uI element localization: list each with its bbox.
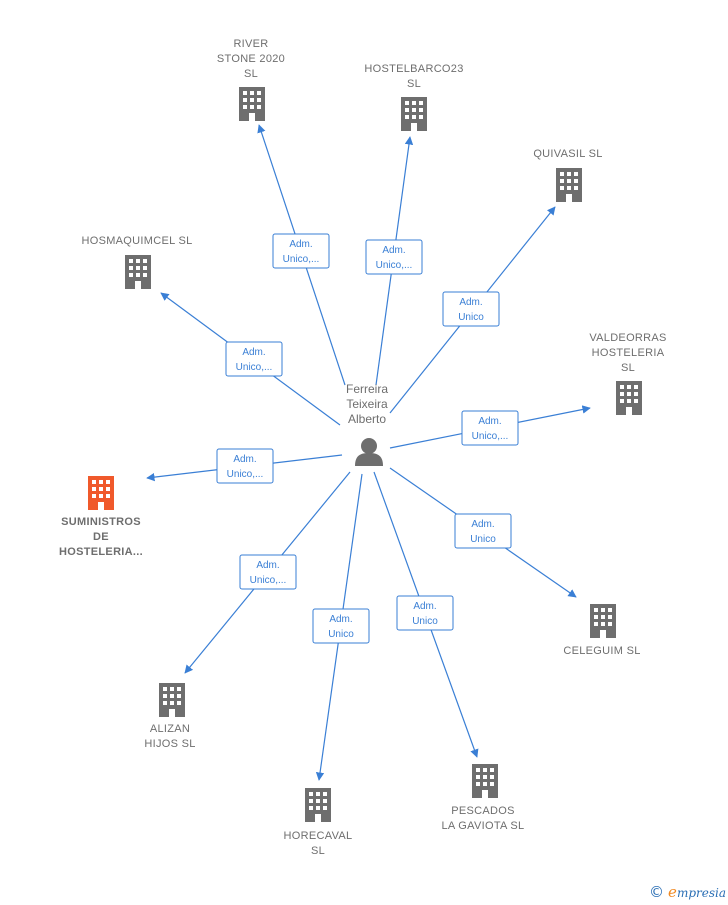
- company-label: RIVER: [233, 38, 268, 50]
- building-icon: [556, 168, 582, 202]
- company-node-horecaval[interactable]: HORECAVAL SL: [284, 788, 353, 857]
- role-badge-box: [239, 554, 297, 590]
- company-label: CELEGUIM SL: [563, 645, 640, 657]
- role-text: Adm.: [256, 560, 279, 571]
- role-text: Unico: [328, 629, 354, 640]
- company-label: DE: [93, 531, 109, 543]
- company-label: SL: [621, 362, 635, 374]
- role-badge-box: [225, 341, 283, 377]
- company-node-suministros-de-hosteleria[interactable]: SUMINISTROS DE HOSTELERIA...: [59, 476, 143, 558]
- building-icon: [472, 764, 498, 798]
- role-badge-hosmaquimcel[interactable]: Adm. Unico,...: [225, 341, 283, 377]
- company-label: HIJOS SL: [144, 738, 195, 750]
- empresia-watermark: © empresia: [649, 883, 726, 901]
- role-badge-river-stone-2020[interactable]: Adm. Unico,...: [272, 233, 330, 269]
- person-name-line: Alberto: [348, 412, 386, 426]
- role-badge-horecaval[interactable]: Adm. Unico: [312, 608, 370, 644]
- company-label: QUIVASIL SL: [533, 148, 602, 160]
- roles-layer: Adm.Unico,...Adm.Unico,...Adm.UnicoAdm.U…: [216, 233, 519, 644]
- role-text: Adm.: [382, 245, 405, 256]
- role-badge-box: [454, 513, 512, 549]
- role-text: Unico: [458, 312, 484, 323]
- person-name-line: Ferreira: [346, 382, 388, 396]
- role-badge-suministros-de-hosteleria[interactable]: Adm. Unico,...: [216, 448, 274, 484]
- copyright-icon: ©: [649, 883, 665, 901]
- building-icon: [616, 381, 642, 415]
- building-icon: [239, 87, 265, 121]
- role-text: Unico,...: [376, 260, 413, 271]
- company-label: SL: [407, 78, 421, 90]
- company-node-pescados-la-gaviota[interactable]: PESCADOS LA GAVIOTA SL: [442, 764, 525, 832]
- role-badge-box: [312, 608, 370, 644]
- company-label: LA GAVIOTA SL: [442, 820, 525, 832]
- company-label: SL: [311, 845, 325, 857]
- brand-logo: empresia: [668, 883, 726, 901]
- role-text: Adm.: [329, 614, 352, 625]
- company-label: HOSTELBARCO23: [364, 63, 463, 75]
- role-text: Adm.: [413, 601, 436, 612]
- person-name-line: Teixeira: [346, 397, 388, 411]
- company-node-valdeorras-hosteleria[interactable]: VALDEORRAS HOSTELERIA SL: [589, 332, 666, 415]
- role-text: Unico,...: [472, 431, 509, 442]
- role-badge-quivasil[interactable]: Adm. Unico: [442, 291, 500, 327]
- building-icon: [590, 604, 616, 638]
- role-text: Adm.: [242, 347, 265, 358]
- company-node-alizan-hijos[interactable]: ALIZAN HIJOS SL: [144, 683, 195, 750]
- role-text: Adm.: [478, 416, 501, 427]
- company-label: SUMINISTROS: [61, 516, 141, 528]
- role-badge-box: [396, 595, 454, 631]
- company-node-celeguim[interactable]: CELEGUIM SL: [563, 604, 640, 657]
- building-icon: [401, 97, 427, 131]
- company-label: HORECAVAL: [284, 830, 353, 842]
- company-label: HOSMAQUIMCEL SL: [81, 235, 192, 247]
- building-icon: [88, 476, 114, 510]
- company-label: ALIZAN: [150, 723, 190, 735]
- role-text: Unico: [412, 616, 438, 627]
- company-node-quivasil[interactable]: QUIVASIL SL: [533, 148, 602, 202]
- role-badge-box: [216, 448, 274, 484]
- role-badge-valdeorras-hosteleria[interactable]: Adm. Unico,...: [461, 410, 519, 446]
- role-text: Unico,...: [227, 469, 264, 480]
- company-label: VALDEORRAS: [589, 332, 666, 344]
- building-icon: [125, 255, 151, 289]
- role-badge-alizan-hijos[interactable]: Adm. Unico,...: [239, 554, 297, 590]
- company-label: HOSTELERIA: [592, 347, 665, 359]
- role-text: Unico,...: [236, 362, 273, 373]
- role-badge-box: [272, 233, 330, 269]
- role-badge-hostelbarco23[interactable]: Adm. Unico,...: [365, 239, 423, 275]
- role-text: Adm.: [459, 297, 482, 308]
- role-badge-box: [442, 291, 500, 327]
- company-node-hosmaquimcel[interactable]: HOSMAQUIMCEL SL: [81, 235, 192, 289]
- role-text: Adm.: [471, 519, 494, 530]
- person-icon: [355, 438, 383, 466]
- company-label: STONE 2020: [217, 53, 285, 65]
- building-icon: [159, 683, 185, 717]
- role-badge-pescados-la-gaviota[interactable]: Adm. Unico: [396, 595, 454, 631]
- company-label: PESCADOS: [451, 805, 515, 817]
- role-text: Unico: [470, 534, 496, 545]
- role-badge-box: [461, 410, 519, 446]
- building-icon: [305, 788, 331, 822]
- role-text: Adm.: [289, 239, 312, 250]
- role-text: Unico,...: [283, 254, 320, 265]
- center-person[interactable]: Ferreira Teixeira Alberto: [346, 382, 388, 466]
- role-badge-celeguim[interactable]: Adm. Unico: [454, 513, 512, 549]
- company-label: HOSTELERIA...: [59, 546, 143, 558]
- role-text: Unico,...: [250, 575, 287, 586]
- role-text: Adm.: [233, 454, 256, 465]
- company-label: SL: [244, 68, 258, 80]
- role-badge-box: [365, 239, 423, 275]
